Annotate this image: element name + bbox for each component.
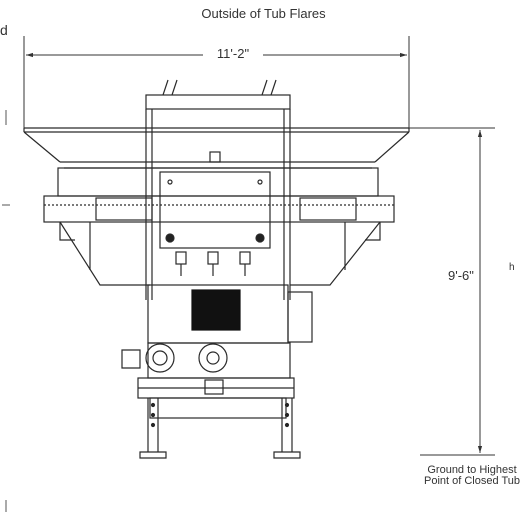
chassis xyxy=(137,377,295,419)
legs xyxy=(139,398,301,459)
width-dimension-label: 11'-2" xyxy=(203,46,263,61)
height-dimension-note: Ground to Highest Point of Closed Tub xyxy=(423,464,520,487)
height-dimension xyxy=(300,127,495,456)
cropped-text-fragment-right: h xyxy=(509,262,515,273)
tub-body xyxy=(43,167,395,286)
cropped-text-fragment-left: d xyxy=(0,22,8,38)
engine-housing xyxy=(121,284,313,379)
height-dimension-label: 9'-6" xyxy=(446,268,476,283)
tub-machine xyxy=(23,79,410,459)
frame-uprights xyxy=(145,79,291,300)
tub-flares xyxy=(23,127,410,169)
control-box xyxy=(159,171,271,276)
diagram-title: Outside of Tub Flares xyxy=(201,6,326,21)
margin-ticks xyxy=(2,110,10,512)
